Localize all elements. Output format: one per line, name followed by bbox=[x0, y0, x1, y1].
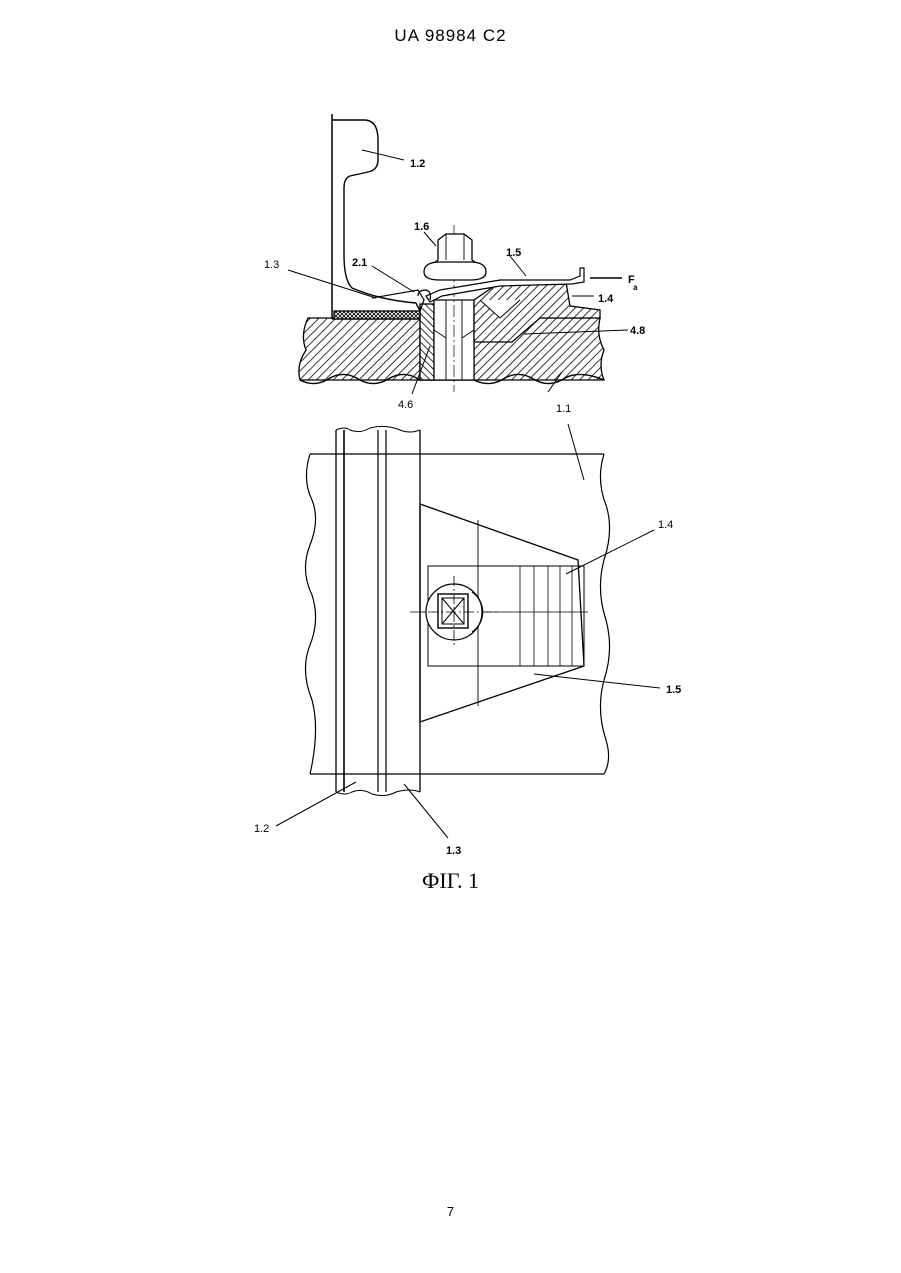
plate-4-6 bbox=[420, 304, 434, 380]
label-1-3-top: 1.3 bbox=[264, 259, 279, 271]
label-1-2-bottom: 1.2 bbox=[254, 823, 269, 835]
label-1-5-top: 1.5 bbox=[506, 247, 521, 259]
label-force-subscript: a bbox=[633, 283, 638, 292]
section-view bbox=[299, 114, 622, 392]
label-1-4-top: 1.4 bbox=[598, 293, 614, 305]
base-block bbox=[299, 318, 420, 380]
label-4-6: 4.6 bbox=[398, 399, 413, 411]
page-number: 7 bbox=[0, 1204, 901, 1219]
label-1-4-bottom: 1.4 bbox=[658, 519, 673, 531]
label-1-6: 1.6 bbox=[414, 221, 429, 233]
label-1-1: 1.1 bbox=[556, 403, 571, 415]
label-2-1: 2.1 bbox=[352, 257, 367, 269]
label-1-5-bottom: 1.5 bbox=[666, 684, 681, 696]
plan-view bbox=[305, 426, 609, 795]
rail-pad bbox=[334, 311, 420, 319]
figure-caption: ФІГ. 1 bbox=[0, 868, 901, 894]
label-1-3-bottom: 1.3 bbox=[446, 845, 461, 857]
label-4-8: 4.8 bbox=[630, 325, 645, 337]
label-1-2-top: 1.2 bbox=[410, 158, 425, 170]
